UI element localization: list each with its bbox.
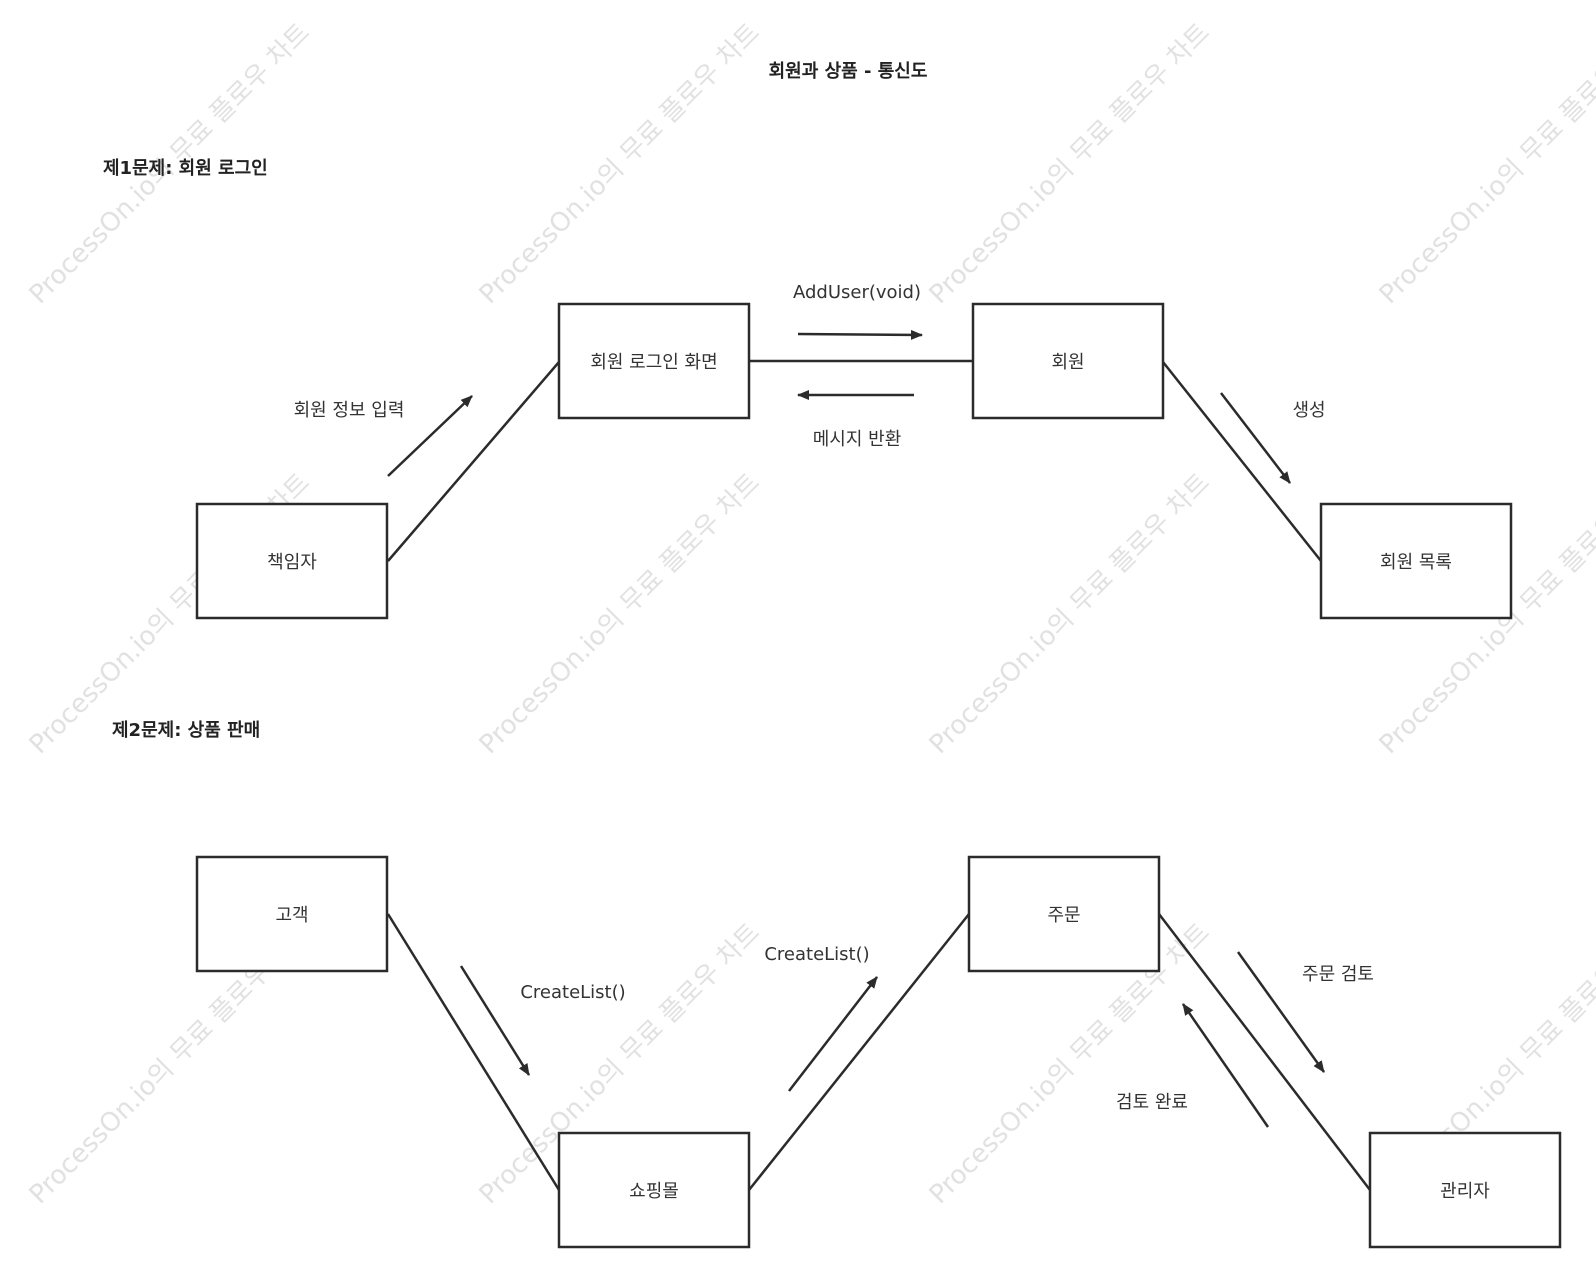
node-admin[interactable]: 관리자: [1368, 1131, 1562, 1249]
node-mall[interactable]: 쇼핑몰: [557, 1131, 751, 1249]
diagram-title: 회원과 상품 - 통신도: [769, 61, 928, 82]
message-label-createlist-1: CreateList(): [520, 982, 625, 1003]
message-arrow-createlist-2: [788, 976, 878, 1092]
message-arrow-adduser: [797, 329, 923, 340]
connector-member-list: [1162, 361, 1322, 562]
connector-customer-mall: [386, 913, 561, 1191]
message-arrow-createlist-1: [459, 965, 531, 1076]
node-customer[interactable]: 고객: [195, 855, 389, 973]
node-label: 쇼핑몰: [629, 1181, 679, 1202]
message-label-review: 주문 검토: [1302, 964, 1374, 985]
watermark: ProcessOn.io의 무료 플로우 차트: [474, 468, 766, 760]
node-responsible[interactable]: 책임자: [195, 502, 389, 620]
node-label: 관리자: [1440, 1181, 1490, 1202]
node-login-screen[interactable]: 회원 로그인 화면: [557, 302, 751, 420]
node-member-list[interactable]: 회원 목록: [1319, 502, 1513, 620]
watermark: ProcessOn.io의 무료 플로우 차트: [924, 18, 1216, 310]
node-label: 책임자: [267, 552, 317, 573]
message-label-adduser: AddUser(void): [793, 282, 921, 303]
connector-responsible-login: [387, 361, 560, 562]
message-arrow-create: [1220, 392, 1291, 484]
message-label-createlist-2: CreateList(): [764, 944, 869, 965]
message-label-return: 메시지 반환: [813, 429, 902, 450]
node-order[interactable]: 주문: [967, 855, 1161, 973]
message-label-input: 회원 정보 입력: [294, 400, 405, 421]
connector-order-admin: [1158, 913, 1371, 1191]
section-1-label: 제1문제: 회원 로그인: [103, 158, 268, 179]
watermark: ProcessOn.io의 무료 플로우 차트: [1374, 18, 1596, 310]
node-member[interactable]: 회원: [971, 302, 1165, 420]
node-label: 회원 목록: [1380, 552, 1452, 573]
node-label: 회원: [1051, 352, 1084, 373]
message-label-review-done: 검토 완료: [1116, 1092, 1188, 1113]
message-arrow-input: [387, 395, 473, 477]
node-label: 회원 로그인 화면: [590, 352, 717, 373]
watermark: ProcessOn.io의 무료 플로우 차트: [474, 18, 766, 310]
message-arrow-review-done: [1181, 1003, 1270, 1128]
node-label: 주문: [1047, 905, 1080, 926]
node-label: 고객: [275, 905, 308, 926]
watermark: ProcessOn.io의 무료 플로우 차트: [924, 468, 1216, 760]
section-2-label: 제2문제: 상품 판매: [112, 720, 260, 741]
connector-mall-order: [748, 913, 970, 1191]
message-arrow-review: [1236, 951, 1326, 1073]
message-label-create: 생성: [1292, 400, 1325, 421]
